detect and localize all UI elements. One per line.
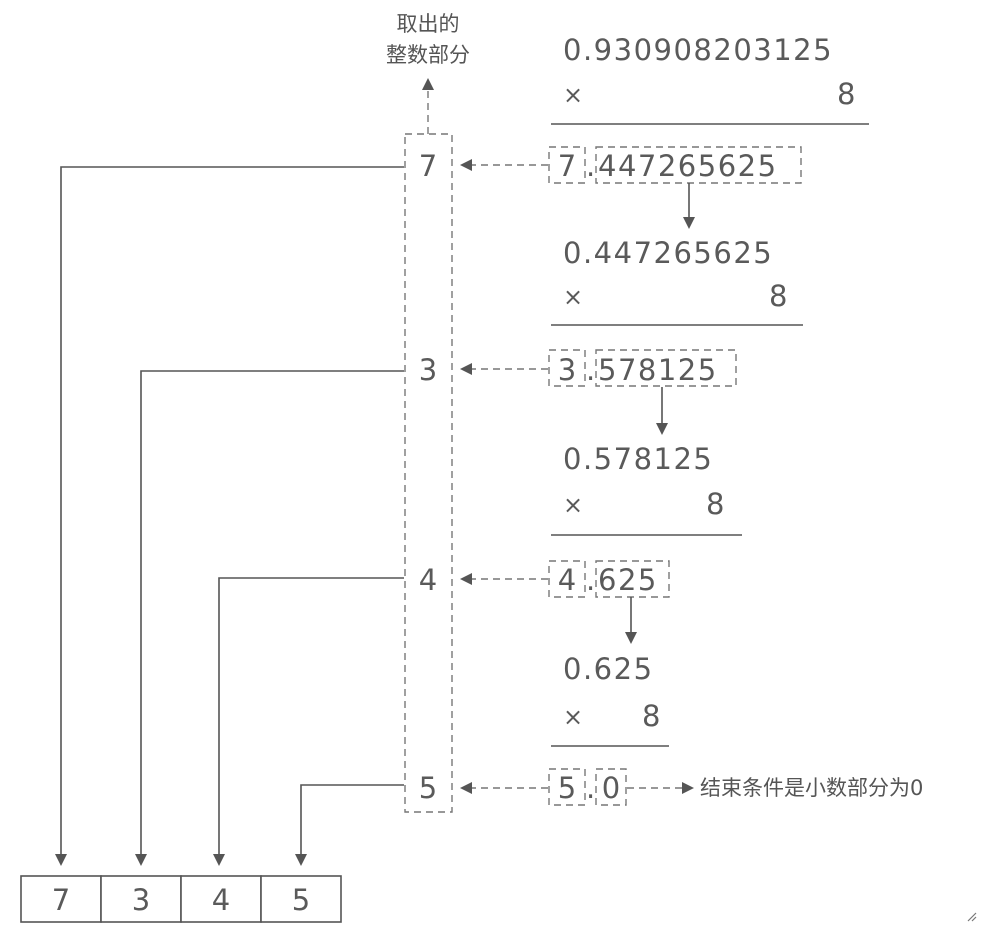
end-condition-label: 结束条件是小数部分为0 [700,776,923,800]
integer-part-box-4 [548,768,586,806]
multiplicand-2: 0.447265625 [563,236,773,270]
integer-part-box-2 [548,349,586,387]
multiplier-1: 8 [837,77,857,111]
integer-part-4: 5 [558,771,576,805]
integer-part-box-1 [548,146,586,184]
header-label-line1: 取出的 [397,12,460,36]
extracted-digit-2: 3 [419,353,437,387]
result-cell [20,875,102,923]
integer-part-box-3 [548,560,586,598]
result-digit: 3 [132,883,150,917]
fraction-part-1: 447265625 [598,149,778,183]
fraction-part-4: 0 [602,771,620,805]
result-arrow-2 [135,370,404,866]
result-digit: 4 [212,883,230,917]
result-arrow-3 [213,577,404,866]
decimal-point-2: . [586,353,595,387]
times-sign-1: × [563,81,583,109]
extracted-digit-3: 4 [419,563,437,597]
result-arrow-4 [295,784,404,866]
extracted-digit-4: 5 [419,771,437,805]
multiplicand-4: 0.625 [563,652,654,686]
multiplier-2: 8 [769,279,789,313]
result-cell [100,875,182,923]
fraction-part-box-4 [595,768,627,806]
fraction-part-box-2 [595,349,737,387]
fraction-part-box-3 [595,560,670,598]
fraction-part-3: 625 [598,563,658,597]
result-box: 7 3 4 5 [20,875,342,923]
times-sign-2: × [563,283,583,311]
fraction-part-box-1 [595,146,802,184]
result-digit: 7 [52,883,70,917]
result-digit: 5 [292,883,310,917]
times-sign-3: × [563,491,583,519]
result-cell [180,875,262,923]
times-sign-4: × [563,703,583,731]
multiplicand-1: 0.930908203125 [563,33,833,67]
multiplier-3: 8 [706,487,726,521]
fraction-part-2: 578125 [598,353,718,387]
header-label-line2: 整数部分 [386,43,470,67]
result-cell [260,875,342,923]
multiplier-4: 8 [642,699,662,733]
extracted-digits-column [404,133,453,813]
multiplicand-3: 0.578125 [563,442,713,476]
integer-part-2: 3 [558,353,576,387]
integer-part-3: 4 [558,563,576,597]
integer-part-1: 7 [558,149,576,183]
decimal-point-1: . [586,149,595,183]
decimal-point-4: . [586,771,595,805]
decimal-point-3: . [586,563,595,597]
extracted-digit-1: 7 [419,149,437,183]
result-arrow-1 [55,166,404,866]
resize-grip-icon [967,912,977,922]
